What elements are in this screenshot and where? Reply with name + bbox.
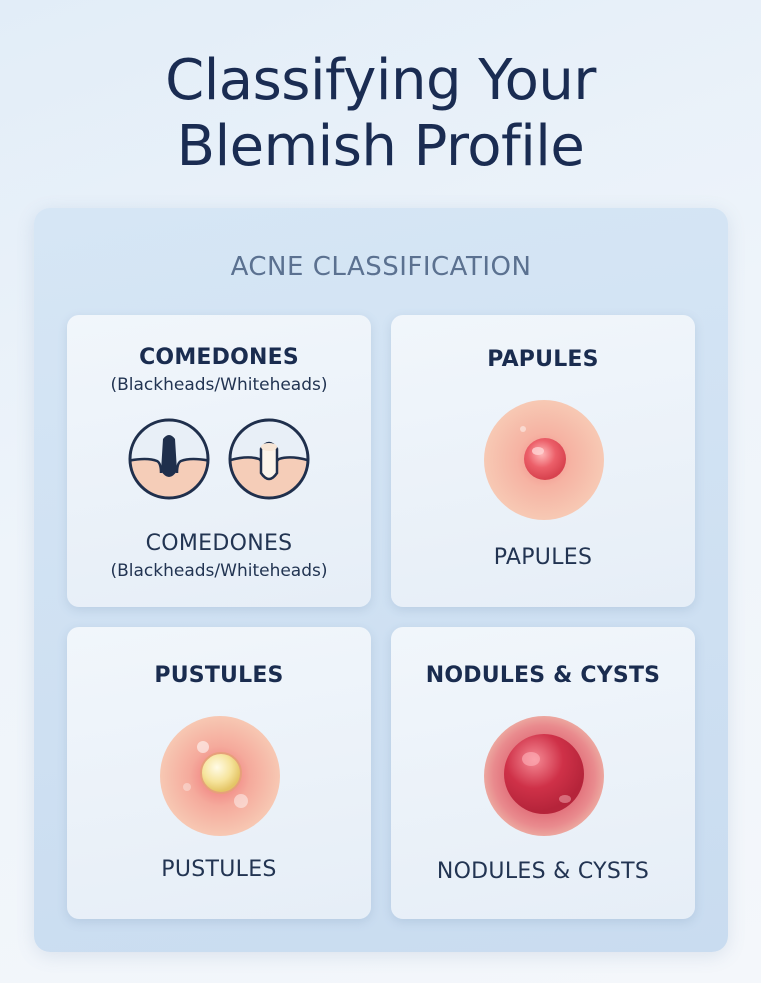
card-title: NODULES & CYSTS (425, 663, 661, 688)
title-line-2: Blemish Profile (176, 114, 585, 179)
card-pustules: PUSTULES PUSTULES (67, 627, 371, 919)
page-title: Classifying Your Blemish Profile (0, 48, 761, 180)
nodule-cyst-icon (484, 716, 604, 836)
classification-panel: ACNE CLASSIFICATION COMEDONES (Blackhead… (34, 208, 728, 952)
title-line-1: Classifying Your (165, 48, 596, 113)
card-title: PAPULES (487, 347, 599, 372)
card-label: NODULES & CYSTS (436, 859, 650, 884)
card-label: PAPULES (493, 545, 593, 570)
card-label: PUSTULES (161, 857, 277, 882)
card-label-subtitle: (Blackheads/Whiteheads) (110, 561, 328, 581)
whitehead-pore-icon (228, 418, 310, 500)
card-subtitle: (Blackheads/Whiteheads) (110, 375, 328, 395)
panel-heading: ACNE CLASSIFICATION (230, 252, 532, 282)
card-nodules-cysts: NODULES & CYSTS NODULES & CYSTS (391, 627, 695, 919)
papule-icon (484, 400, 604, 520)
card-title: COMEDONES (139, 345, 299, 370)
card-papules: PAPULES PAPULES (391, 315, 695, 607)
card-comedones: COMEDONES (Blackheads/Whiteheads) (67, 315, 371, 607)
blackhead-pore-icon (128, 418, 210, 500)
card-label: COMEDONES (145, 531, 293, 556)
pustule-icon (160, 716, 280, 836)
card-title: PUSTULES (154, 663, 284, 688)
